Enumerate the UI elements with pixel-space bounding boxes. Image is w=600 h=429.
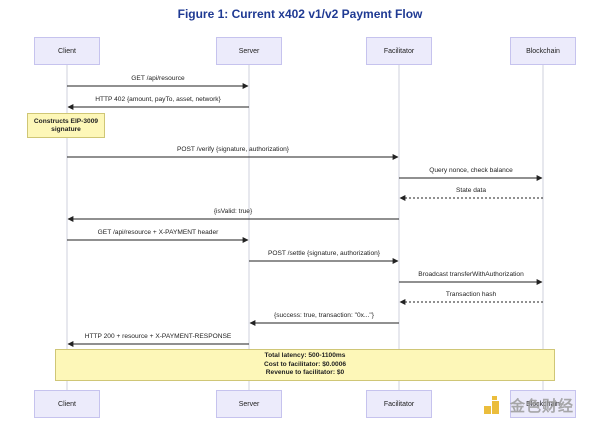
- watermark-logo-icon: [484, 396, 499, 414]
- note-line: signature: [51, 125, 81, 133]
- actor-facilitator-top: Facilitator: [366, 37, 432, 65]
- message-5: State data: [399, 187, 543, 201]
- message-label: GET /api/resource + X-PAYMENT header: [98, 229, 219, 236]
- summary-revenue: Revenue to facilitator: $0: [265, 369, 345, 377]
- actor-server-top: Server: [216, 37, 282, 65]
- message-label: HTTP 200 + resource + X-PAYMENT-RESPONSE: [85, 333, 232, 340]
- actor-label: Server: [238, 47, 260, 55]
- message-label: Broadcast transferWithAuthorization: [418, 271, 524, 278]
- message-label: GET /api/resource: [131, 75, 185, 82]
- actor-label: Blockchain: [526, 47, 560, 55]
- figure-title: Figure 1: Current x402 v1/v2 Payment Flo…: [177, 7, 423, 21]
- note-summary: Total latency: 500-1100ms Cost to facili…: [55, 349, 555, 381]
- message-10: Transaction hash: [399, 291, 543, 305]
- actor-blockchain-top: Blockchain: [510, 37, 576, 65]
- message-6: {isValid: true}: [67, 208, 399, 222]
- message-1: GET /api/resource: [67, 75, 249, 89]
- watermark-text: 金色财经: [510, 397, 575, 415]
- message-label: {isValid: true}: [214, 208, 253, 215]
- message-label: POST /verify {signature, authorization}: [177, 146, 290, 153]
- message-label: HTTP 402 {amount, payTo, asset, network}: [95, 96, 221, 103]
- actor-label: Client: [58, 47, 76, 55]
- actor-client-bottom: Client: [34, 390, 100, 418]
- actor-label: Blockchain: [526, 400, 560, 408]
- message-label: Transaction hash: [446, 291, 497, 298]
- message-label: State data: [456, 187, 486, 194]
- message-4: Query nonce, check balance: [399, 167, 543, 181]
- message-8: POST /settle {signature, authorization}: [249, 250, 399, 264]
- message-label: {success: true, transaction: "0x..."}: [274, 312, 375, 319]
- actor-blockchain-bottom: Blockchain: [510, 390, 576, 418]
- actor-label: Server: [238, 400, 260, 408]
- message-12: HTTP 200 + resource + X-PAYMENT-RESPONSE: [67, 333, 249, 347]
- note-constructs-signature: Constructs EIP-3009 signature: [27, 113, 105, 138]
- summary-cost: Cost to facilitator: $0.0006: [263, 360, 347, 368]
- note-line: Constructs EIP-3009: [33, 117, 99, 125]
- message-3: POST /verify {signature, authorization}: [67, 146, 399, 160]
- actor-label: Client: [58, 400, 76, 408]
- message-label: POST /settle {signature, authorization}: [268, 250, 381, 257]
- actor-label: Facilitator: [383, 47, 415, 55]
- actor-server-bottom: Server: [216, 390, 282, 418]
- summary-latency: Total latency: 500-1100ms: [264, 352, 346, 360]
- message-7: GET /api/resource + X-PAYMENT header: [67, 229, 249, 243]
- actor-label: Facilitator: [383, 400, 415, 408]
- actor-client-top: Client: [34, 37, 100, 65]
- message-2: HTTP 402 {amount, payTo, asset, network}: [67, 96, 249, 110]
- actor-facilitator-bottom: Facilitator: [366, 390, 432, 418]
- message-9: Broadcast transferWithAuthorization: [399, 271, 543, 285]
- watermark: 金色财经: [482, 390, 598, 420]
- message-11: {success: true, transaction: "0x..."}: [249, 312, 399, 326]
- message-label: Query nonce, check balance: [429, 167, 513, 174]
